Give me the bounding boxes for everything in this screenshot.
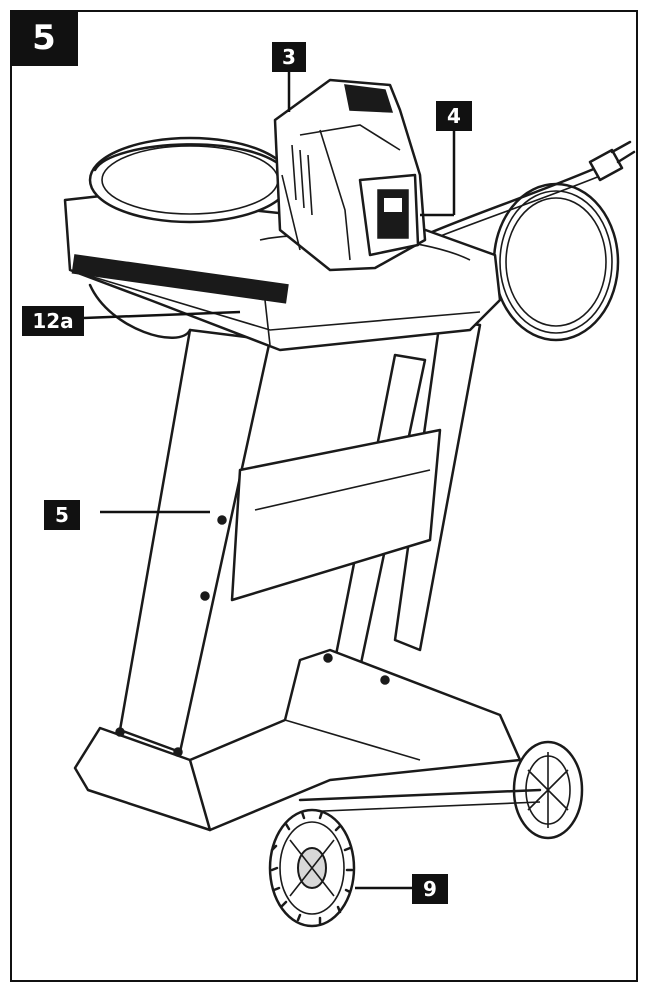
callout-power-cord: 4 (436, 101, 472, 131)
callout-wheel: 9 (412, 874, 448, 904)
base-tray (73, 648, 542, 832)
callout-leaders (83, 72, 456, 890)
plug-icon (588, 140, 636, 182)
figure-number: 5 (10, 10, 78, 66)
figure-border (10, 10, 638, 982)
callout-frame: 5 (44, 500, 80, 530)
motor-housing (273, 78, 427, 272)
callout-funnel-latch: 12a (22, 306, 84, 336)
rear-wheel (512, 740, 584, 840)
callout-motor-unit: 3 (272, 42, 306, 72)
frame-legs (118, 318, 482, 754)
front-wheel (268, 808, 356, 928)
